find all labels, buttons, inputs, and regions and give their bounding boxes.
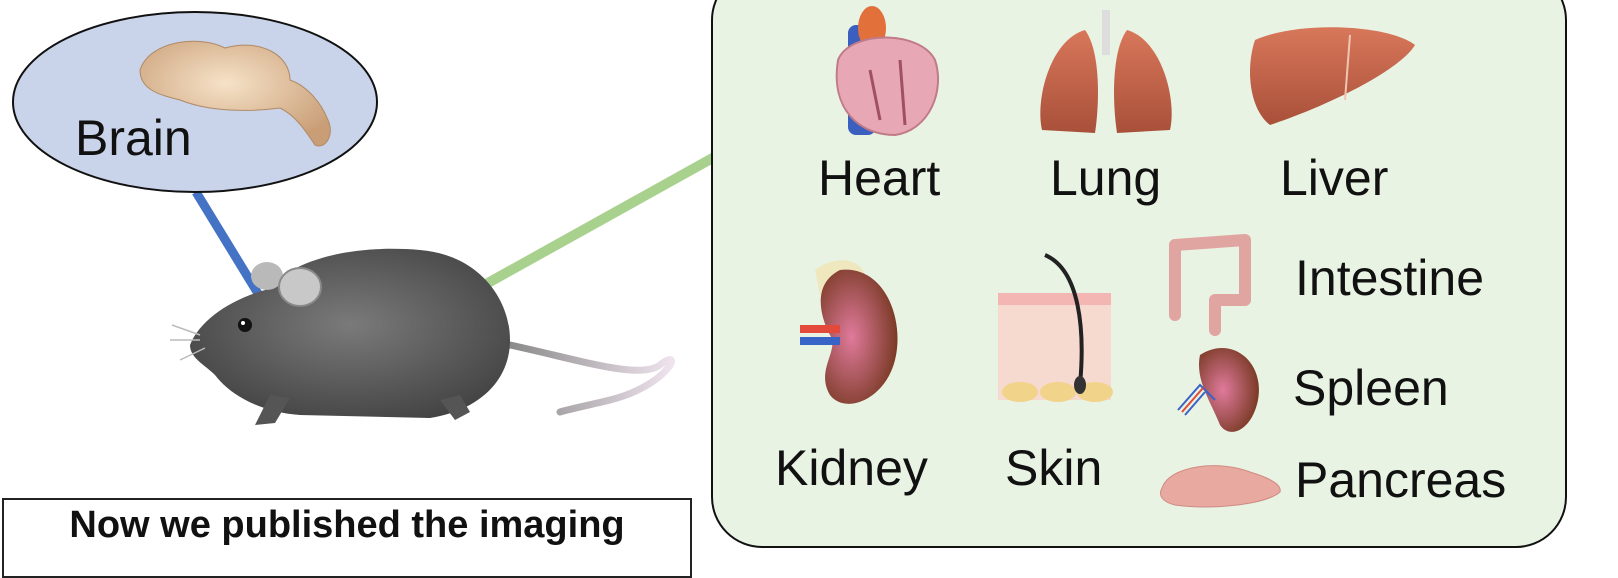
mouse-ear-front — [279, 268, 321, 306]
heart-label: Heart — [818, 150, 940, 206]
brain-label: Brain — [75, 110, 192, 166]
intestine-label: Intestine — [1295, 250, 1484, 306]
brain-connector-line — [196, 192, 265, 305]
kidney-label: Kidney — [775, 440, 928, 496]
spleen-label: Spleen — [1293, 360, 1449, 416]
mouse-tail — [510, 345, 672, 412]
liver-label: Liver — [1280, 150, 1388, 206]
diagram-canvas: Brain Heart Lung Liver Kidney Ski — [0, 0, 1618, 564]
pancreas-label: Pancreas — [1295, 452, 1506, 508]
caption-text: Now we published the imaging — [69, 504, 624, 546]
mouse-eye — [238, 318, 252, 332]
skin-label: Skin — [1005, 440, 1102, 496]
caption-box: Now we published the imaging — [2, 498, 692, 578]
lung-label: Lung — [1050, 150, 1161, 206]
mouse-body — [190, 249, 510, 418]
